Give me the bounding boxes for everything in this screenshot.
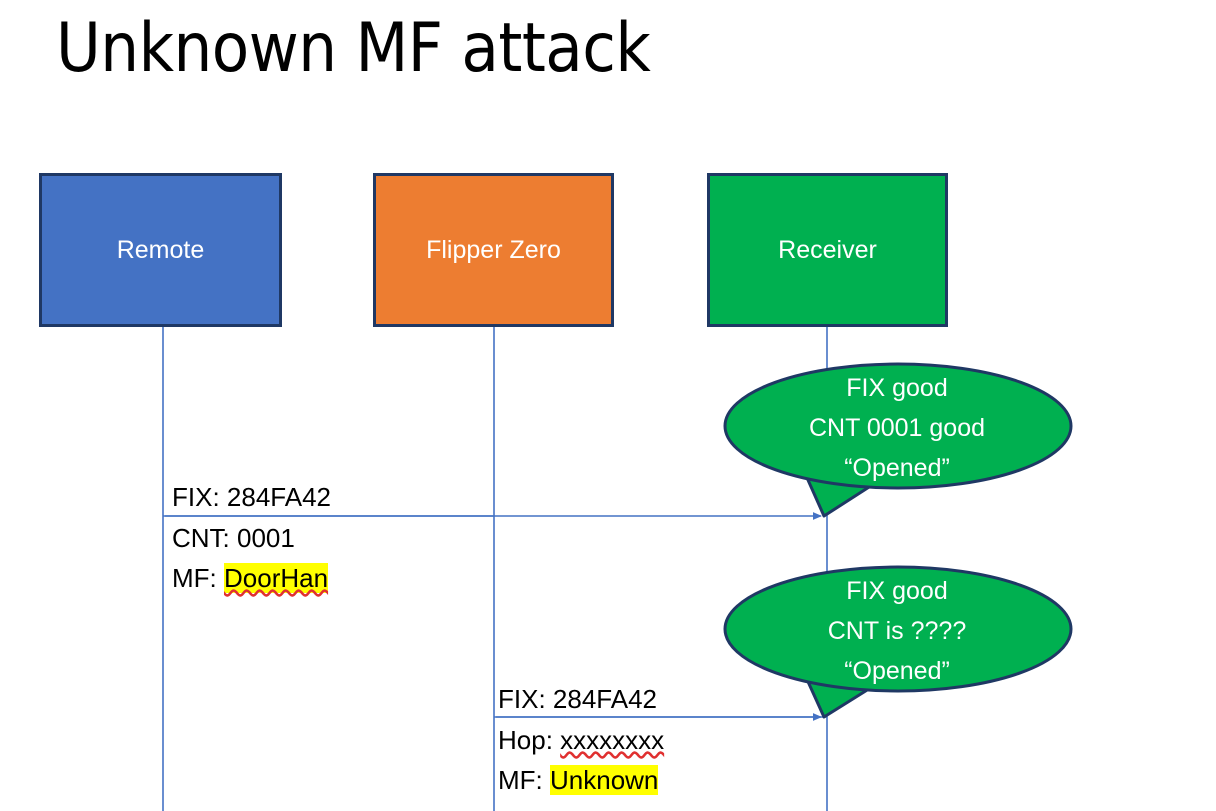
actor-label-flipper: Flipper Zero <box>426 236 561 264</box>
message-1-line-3: MF: DoorHan <box>172 558 329 598</box>
actor-box-flipper[interactable]: Flipper Zero <box>373 173 614 327</box>
actor-box-remote[interactable]: Remote <box>39 173 282 327</box>
speech-bubble-2 <box>723 565 1073 719</box>
message-2-body: Hop: xxxxxxxx MF: Unknown <box>498 720 664 800</box>
message-1-mf-prefix: MF: <box>172 563 224 593</box>
message-2-line-3: MF: Unknown <box>498 760 664 800</box>
message-2-line-1: FIX: 284FA42 <box>498 684 657 714</box>
message-2-mf-prefix: MF: <box>498 765 550 795</box>
message-1-mf-value: DoorHan <box>224 563 329 593</box>
actor-label-receiver: Receiver <box>778 236 877 264</box>
speech-bubble-1-body <box>723 362 1073 490</box>
message-1-body: CNT: 0001 MF: DoorHan <box>172 518 329 598</box>
speech-bubble-2-body <box>723 565 1073 693</box>
message-2-hop-prefix: Hop: <box>498 725 561 755</box>
message-1-line-1: FIX: 284FA42 <box>172 482 331 512</box>
actor-label-remote: Remote <box>116 236 205 264</box>
actor-box-receiver[interactable]: Receiver <box>707 173 948 327</box>
page-title: Unknown MF attack <box>56 9 651 88</box>
message-1-line-2: CNT: 0001 <box>172 523 295 553</box>
speech-bubble-1 <box>723 362 1073 518</box>
message-2-line-2: Hop: xxxxxxxx <box>498 720 664 760</box>
message-2-mf-value: Unknown <box>550 765 659 795</box>
message-2-hop-value: xxxxxxxx <box>560 725 665 755</box>
